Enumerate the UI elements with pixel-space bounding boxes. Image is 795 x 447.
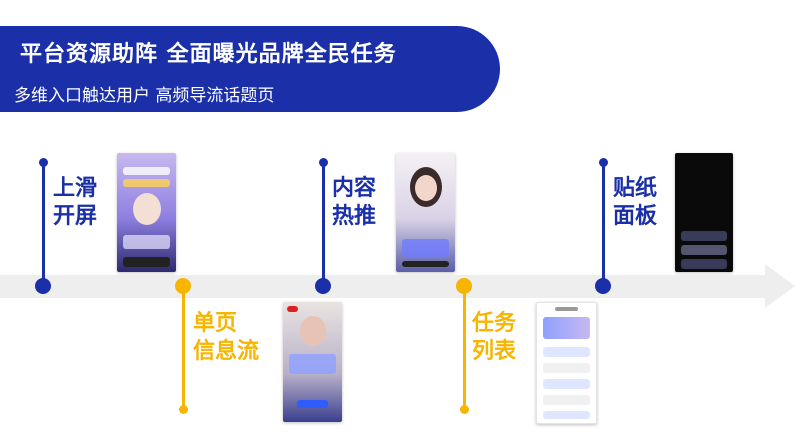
timeline-label-4-line2: 列表 xyxy=(472,339,517,364)
timeline-label-2-line1: 单页 xyxy=(193,311,238,336)
timeline-stem-2 xyxy=(182,287,185,409)
timeline-label-4: 任务 列表 xyxy=(472,310,516,366)
screenshot-feed xyxy=(283,302,342,422)
timeline-track xyxy=(0,275,770,298)
timeline-marker-1 xyxy=(35,278,51,294)
timeline-label-3: 内容 热推 xyxy=(332,175,376,231)
timeline-marker-small-5 xyxy=(599,158,608,167)
timeline-label-1-line1: 上滑 xyxy=(53,176,98,201)
timeline-label-5-line2: 面板 xyxy=(613,204,658,229)
timeline-label-2: 单页 信息流 xyxy=(193,310,259,366)
timeline-label-5-line1: 贴纸 xyxy=(613,176,658,201)
screenshot-task-list xyxy=(536,302,597,424)
timeline-label-3-line2: 热推 xyxy=(332,204,377,229)
banner-subtitle: 多维入口触达用户 高频导流话题页 xyxy=(14,86,275,106)
timeline-label-5: 贴纸 面板 xyxy=(613,175,657,231)
timeline-marker-5 xyxy=(595,278,611,294)
timeline-stem-5 xyxy=(602,162,605,286)
timeline-arrow-icon xyxy=(765,264,795,308)
timeline-marker-small-4 xyxy=(460,405,469,414)
timeline-label-1-line2: 开屏 xyxy=(53,204,98,229)
timeline-stem-4 xyxy=(463,287,466,409)
timeline-label-4-line1: 任务 xyxy=(472,311,517,336)
screenshot-hot-push xyxy=(396,153,455,272)
timeline-label-1: 上滑 开屏 xyxy=(53,175,97,231)
timeline-label-3-line1: 内容 xyxy=(332,176,377,201)
timeline-marker-3 xyxy=(315,278,331,294)
timeline-stem-1 xyxy=(42,162,45,286)
timeline-marker-4 xyxy=(456,278,472,294)
screenshot-sticker-panel xyxy=(675,153,733,272)
timeline-marker-small-3 xyxy=(319,158,328,167)
header-banner: 平台资源助阵 全面曝光品牌全民任务 多维入口触达用户 高频导流话题页 xyxy=(0,26,500,112)
screenshot-splash xyxy=(117,153,176,272)
timeline-marker-2 xyxy=(175,278,191,294)
timeline-stem-3 xyxy=(322,162,325,286)
timeline-label-2-line2: 信息流 xyxy=(193,339,260,364)
timeline-marker-small-1 xyxy=(39,158,48,167)
banner-title: 平台资源助阵 全面曝光品牌全民任务 xyxy=(20,42,397,67)
timeline-marker-small-2 xyxy=(179,405,188,414)
